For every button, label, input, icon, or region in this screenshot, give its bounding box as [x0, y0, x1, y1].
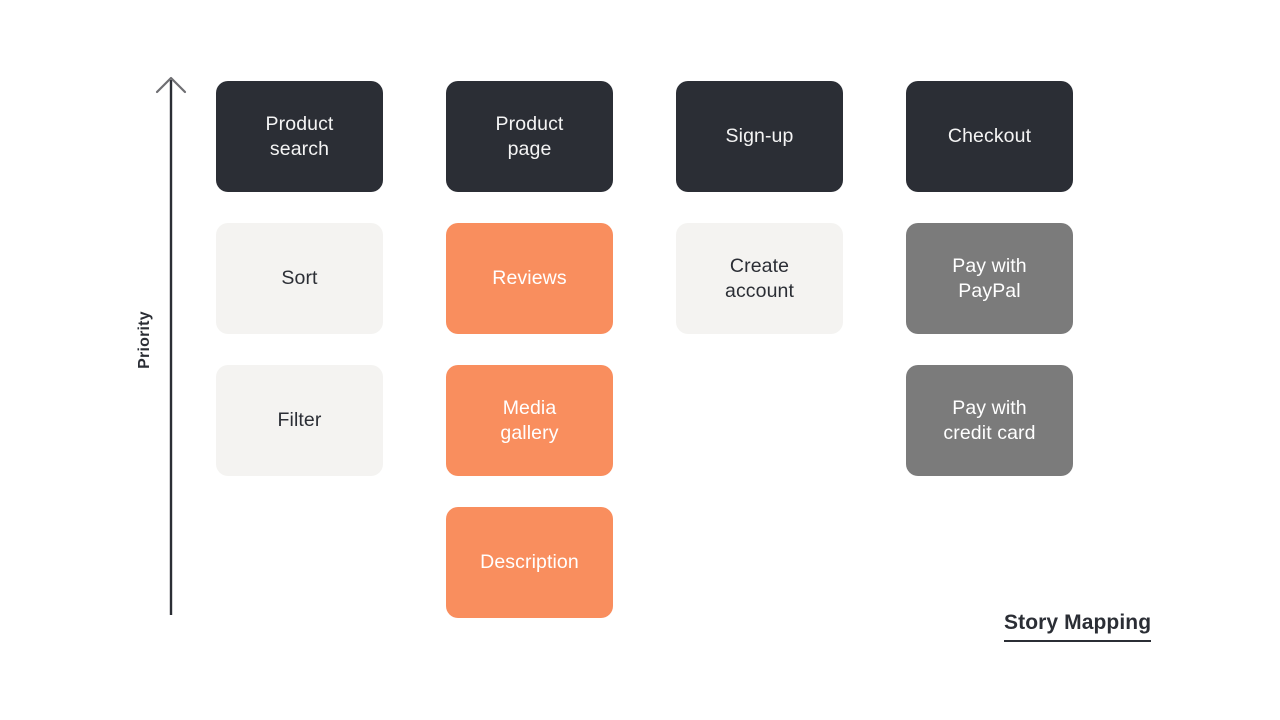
- card-label: Sort: [281, 267, 318, 289]
- card-label: Product search: [265, 112, 334, 160]
- board-caption: Story Mapping: [1004, 610, 1152, 642]
- card-filter[interactable]: Filter: [216, 365, 383, 476]
- card-label: Reviews: [492, 267, 567, 289]
- card-label: Sign-up: [725, 125, 794, 147]
- card-label: Create account: [725, 254, 794, 302]
- card-label: Media gallery: [500, 396, 559, 444]
- card-label: Pay with PayPal: [952, 254, 1027, 302]
- card-product-page[interactable]: Product page: [446, 81, 613, 192]
- card-label: Description: [480, 551, 579, 573]
- arrow-up-icon: [155, 76, 187, 94]
- priority-axis-label: Priority: [136, 311, 153, 369]
- card-reviews[interactable]: Reviews: [446, 223, 613, 334]
- card-label: Product page: [495, 112, 564, 160]
- card-description[interactable]: Description: [446, 507, 613, 618]
- card-pay-with-credit-card[interactable]: Pay with credit card: [906, 365, 1073, 476]
- card-pay-with-paypal[interactable]: Pay with PayPal: [906, 223, 1073, 334]
- card-label: Checkout: [947, 125, 1032, 147]
- card-label: Pay with credit card: [943, 396, 1036, 444]
- card-sort[interactable]: Sort: [216, 223, 383, 334]
- card-product-search[interactable]: Product search: [216, 81, 383, 192]
- card-media-gallery[interactable]: Media gallery: [446, 365, 613, 476]
- card-sign-up[interactable]: Sign-up: [676, 81, 843, 192]
- card-checkout[interactable]: Checkout: [906, 81, 1073, 192]
- card-label: Filter: [277, 409, 322, 431]
- card-create-account[interactable]: Create account: [676, 223, 843, 334]
